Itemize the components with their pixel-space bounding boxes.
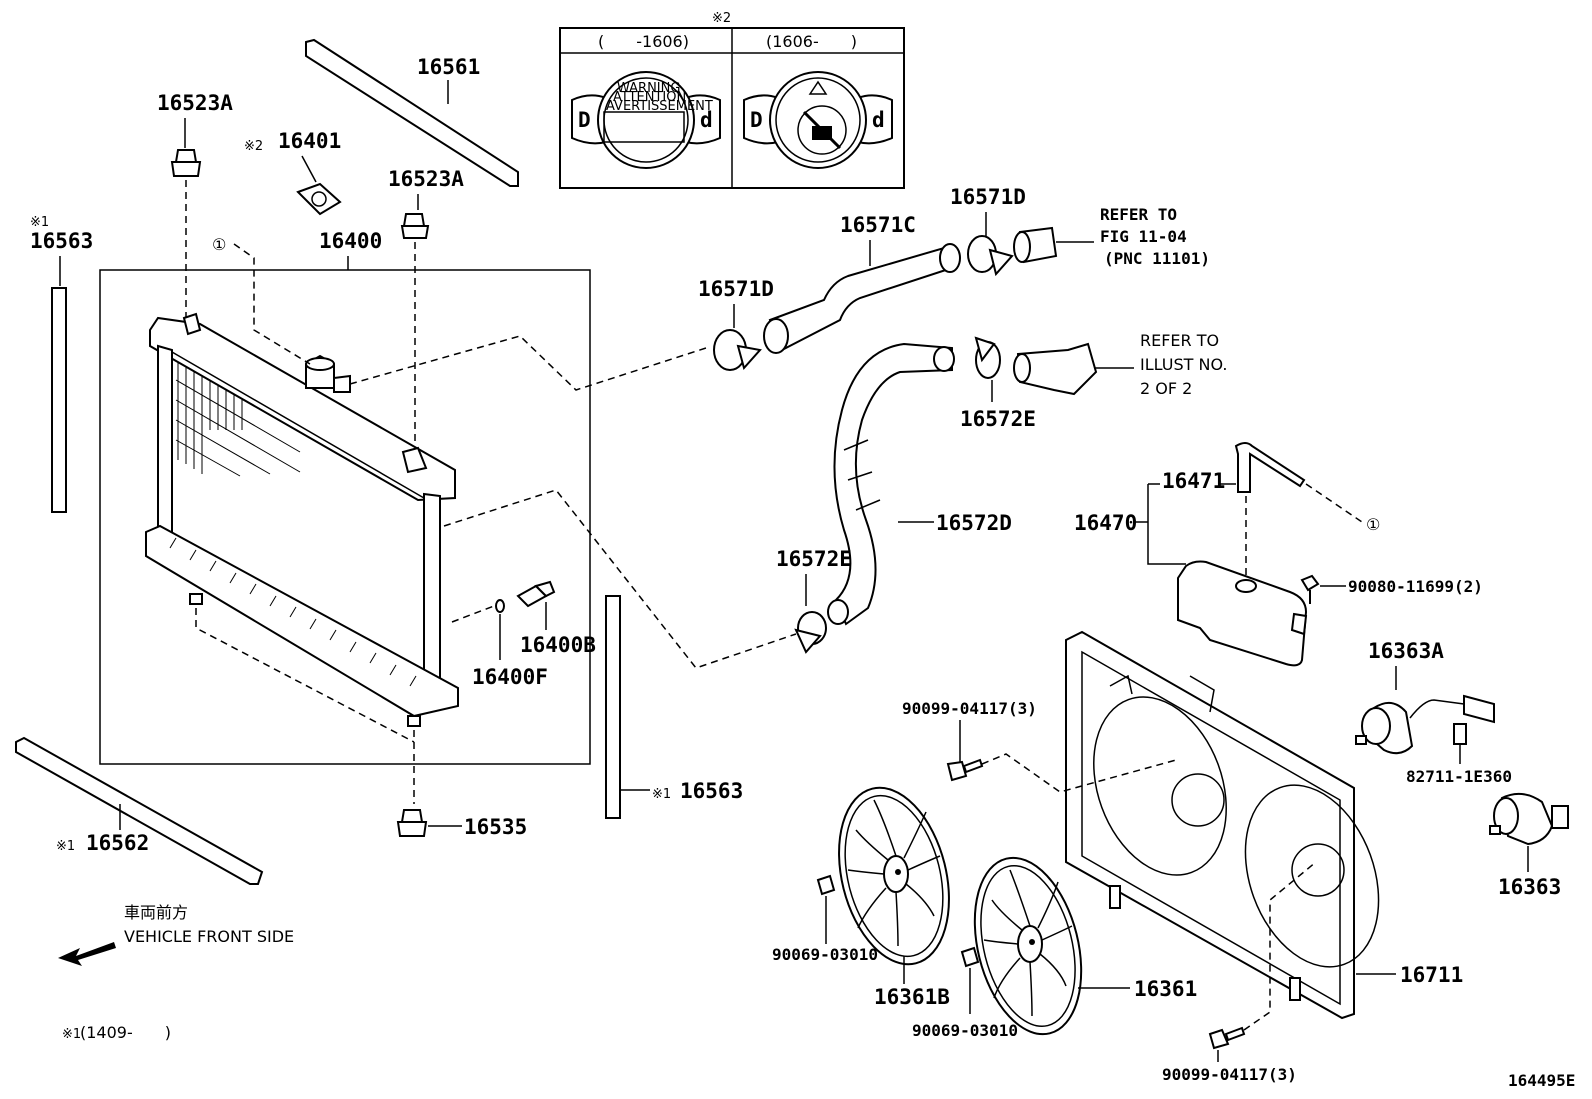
upper-hose-16571C-icon: [763, 243, 961, 354]
radiator-cap-new-icon: D d: [743, 71, 893, 169]
svg-text:ATTENTION: ATTENTION: [613, 90, 686, 105]
label-90069-left: 90069-03010: [772, 945, 878, 964]
svg-text:AVERTISSEMENT: AVERTISSEMENT: [606, 99, 713, 114]
vehicle-front-ja: 車両前方: [124, 903, 188, 922]
lower-cushion-16535-icon: [396, 809, 428, 837]
hose-clamp-16572E-top-icon: [974, 336, 1001, 379]
water-inlet-icon: [1013, 342, 1098, 396]
seal-16563-left: [51, 287, 67, 513]
reservoir-tank-16470-icon: [1177, 560, 1308, 667]
label-16523A-left: 16523A: [157, 91, 233, 115]
label-16572E-low: 16572E: [776, 547, 852, 571]
label-16571D-left: 16571D: [698, 277, 774, 301]
label-16363: 16363: [1498, 875, 1561, 899]
label-90069-bottom: 90069-03010: [912, 1021, 1018, 1040]
label-16400F: 16400F: [472, 665, 548, 689]
label-82711: 82711-1E360: [1406, 767, 1512, 786]
svg-text:d: d: [700, 108, 713, 132]
seal-16563-right: [605, 595, 621, 819]
cap-inset-mark: ※2: [712, 11, 731, 26]
radiator-assembly-frame: [99, 269, 591, 765]
ref-illust-line3: 2 OF 2: [1140, 379, 1192, 398]
ref-fig-line3: (PNC 11101): [1104, 249, 1210, 268]
cap-inset-right-header: (1606- ): [766, 32, 857, 51]
label-16571C: 16571C: [840, 213, 916, 237]
mark2-16401: ※2: [244, 139, 263, 154]
label-90080: 90080-11699(2): [1348, 577, 1483, 596]
label-16571D-top: 16571D: [950, 185, 1026, 209]
vehicle-front-arrow-icon: [58, 942, 116, 966]
bolt-90080-icon: [1300, 574, 1320, 604]
circle1-right: ①: [1366, 515, 1380, 534]
seal-strip-16562: [15, 736, 264, 885]
label-16523A-right: 16523A: [388, 167, 464, 191]
label-16470: 16470: [1074, 511, 1137, 535]
mark1-16562: ※1: [56, 839, 75, 854]
mount-cushion-16523A-right-icon: [400, 213, 430, 239]
label-16361B: 16361B: [874, 985, 950, 1009]
label-90099-bottom: 90099-04117(3): [1162, 1065, 1297, 1084]
ref-fig-line1: REFER TO: [1100, 205, 1177, 224]
footnote-range: (1409- ): [80, 1023, 171, 1042]
label-16361: 16361: [1134, 977, 1197, 1001]
circle1-left: ①: [212, 235, 226, 254]
drain-plug-16400B-icon: [516, 580, 556, 608]
reservoir-hose-16471-icon: [1234, 442, 1306, 493]
label-16561: 16561: [417, 55, 480, 79]
radiator-core-16400-icon: [145, 312, 459, 727]
label-16572D: 16572D: [936, 511, 1012, 535]
mark1-16563-left: ※1: [30, 215, 49, 230]
label-16363A: 16363A: [1368, 639, 1444, 663]
label-16471: 16471: [1162, 469, 1225, 493]
label-16400: 16400: [319, 229, 382, 253]
label-16535: 16535: [464, 815, 527, 839]
ref-fig-line2: FIG 11-04: [1100, 227, 1187, 246]
label-16563-left: 16563: [30, 229, 93, 253]
nut-90069-left-icon: [816, 874, 836, 896]
label-16562: 16562: [86, 831, 149, 855]
water-outlet-pipe-icon: [1013, 226, 1058, 264]
footnote-mark: ※1: [62, 1027, 81, 1042]
label-16401: 16401: [278, 129, 341, 153]
ref-illust-line1: REFER TO: [1140, 331, 1219, 350]
label-16400B: 16400B: [520, 633, 596, 657]
fan-motor-16363-icon: [1489, 792, 1569, 846]
label-16711: 16711: [1400, 963, 1463, 987]
bolt-90099-top-icon: [946, 758, 984, 782]
hose-clamp-16571D-top-icon: [967, 235, 1014, 277]
radiator-cap-old-icon: WARNING ATTENTION AVERTISSEMENT D d: [571, 71, 721, 169]
fan-shroud-16711-icon: [1065, 630, 1380, 1020]
seal-strip-16561: [305, 38, 519, 187]
radiator-cap-inset: ※2 ( -1606) (1606- ) WARNING ATTENTION A…: [559, 11, 905, 189]
drain-o-ring-16400F-icon: [495, 599, 505, 613]
svg-text:D: D: [750, 108, 763, 132]
hose-clamp-16572E-low-icon: [794, 611, 827, 654]
lower-hose-16572D-icon: [827, 342, 955, 626]
ref-illust-line2: ILLUST NO.: [1140, 355, 1227, 374]
mount-cushion-16523A-left-icon: [170, 149, 202, 177]
label-16572E-top: 16572E: [960, 407, 1036, 431]
nut-90069-bottom-icon: [960, 946, 980, 968]
vehicle-front-en: VEHICLE FRONT SIDE: [124, 927, 294, 946]
svg-text:WARNING: WARNING: [617, 81, 680, 96]
diagram-id: 164495E: [1508, 1071, 1575, 1090]
svg-text:D: D: [578, 108, 591, 132]
fan-16361B-icon: [838, 786, 950, 966]
cap-gasket-16401-icon: [296, 182, 342, 216]
label-90099-top: 90099-04117(3): [902, 699, 1037, 718]
cap-inset-left-header: ( -1606): [598, 32, 689, 51]
label-16563-right: 16563: [680, 779, 743, 803]
fan-motor-16363A-icon: [1355, 694, 1495, 755]
svg-text:d: d: [872, 108, 885, 132]
fan-16361-icon: [973, 856, 1083, 1036]
hose-clamp-16571D-left-icon: [713, 329, 762, 371]
mark1-16563-right: ※1: [652, 787, 671, 802]
bolt-90099-bottom-icon: [1208, 1026, 1246, 1050]
